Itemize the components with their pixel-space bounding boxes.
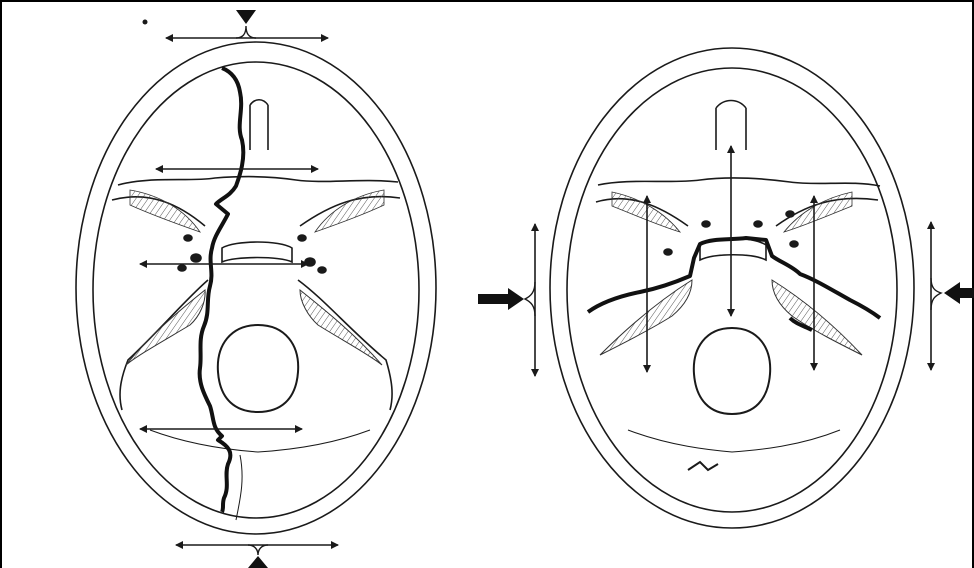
right-skull-inner-outline — [567, 68, 897, 512]
right-skull-panel — [550, 48, 914, 528]
left-petrous-bone-left — [126, 290, 205, 365]
right-greater-wing-left — [612, 192, 680, 232]
right-foramen-5 — [790, 241, 798, 247]
left-speck — [143, 20, 148, 25]
right-foramen-4 — [786, 211, 794, 217]
left-skull-inner-outline — [93, 62, 419, 518]
right-petrous-bone-right — [772, 280, 862, 355]
right-occipital-mark — [688, 462, 718, 470]
left-foramen-6 — [318, 267, 326, 273]
left-force-brace-bottom — [248, 545, 268, 555]
right-foramen-3 — [754, 221, 762, 227]
right-greater-wing-right — [784, 192, 852, 232]
left-skull-outer-outline — [76, 42, 436, 534]
right-sphenoid-ridge — [598, 178, 880, 186]
right-skull-outer-outline — [550, 48, 914, 528]
left-crista-galli — [250, 100, 268, 150]
left-foramen-3 — [178, 265, 186, 271]
left-force-brace-top — [236, 26, 256, 38]
left-foramen-4 — [298, 235, 306, 241]
left-force-arrowhead-top — [236, 10, 256, 24]
left-force-arrowhead-bottom — [248, 556, 268, 568]
left-sphenoid-ridge — [118, 177, 398, 185]
right-force-arrow-left — [478, 288, 524, 310]
left-foramen-2 — [191, 254, 201, 262]
right-foramen-1 — [702, 221, 710, 227]
left-foramen-1 — [184, 235, 192, 241]
right-force-brace-right — [931, 278, 941, 310]
right-arrows — [535, 146, 931, 376]
right-crista-galli — [716, 101, 746, 151]
left-foramen-magnum — [218, 325, 298, 412]
left-skull-panel — [76, 42, 436, 534]
left-petrous-bone-right — [300, 290, 382, 365]
right-force-brace-left — [525, 282, 535, 316]
right-force-arrow-right — [944, 282, 974, 304]
right-foramen-magnum — [694, 328, 770, 414]
right-posterior-fossa — [628, 430, 840, 452]
left-posterior-fossa — [150, 430, 370, 452]
right-foramen-2 — [664, 249, 672, 255]
left-greater-wing-left — [130, 190, 200, 232]
left-occipital-crest — [236, 455, 242, 520]
left-sella-turcica — [222, 242, 292, 262]
right-fracture-line — [588, 238, 880, 318]
